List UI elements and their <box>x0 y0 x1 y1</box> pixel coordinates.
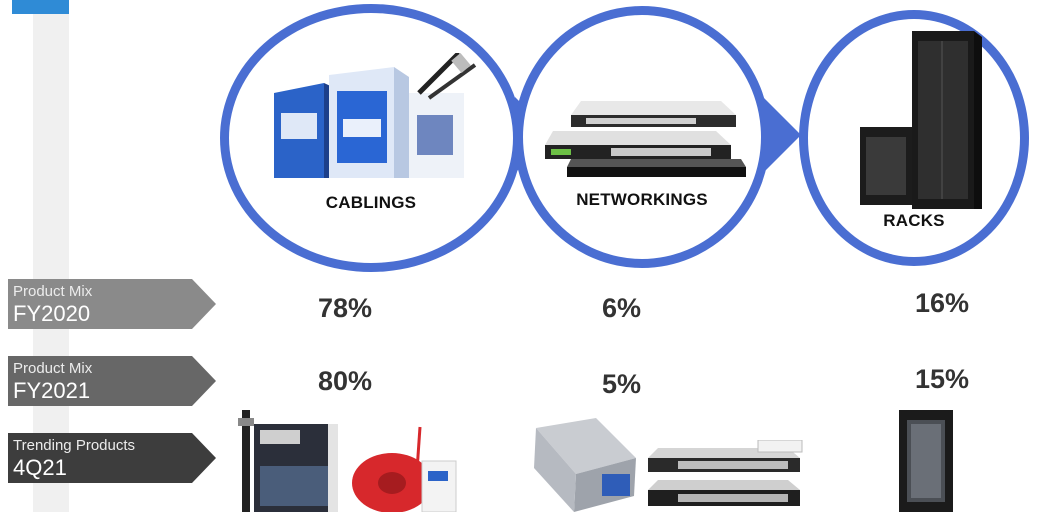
pct-racks-fy2021: 15% <box>915 364 970 394</box>
sfp-module-image <box>534 418 636 512</box>
tag-shape <box>8 279 216 329</box>
row-tag-product-mix-fy2021: Product Mix FY2021 <box>8 356 216 406</box>
stage-label: RACKS <box>883 211 945 230</box>
tag-shape <box>8 433 216 483</box>
cable-boxes-image <box>274 53 477 178</box>
server-racks-image <box>860 31 982 209</box>
coax-cable-box-image <box>238 410 338 512</box>
stage-racks: RACKS <box>799 10 1029 266</box>
row-title: Trending Products <box>13 437 136 454</box>
row-period: 4Q21 <box>13 455 67 480</box>
row-title: Product Mix <box>13 283 93 300</box>
row-period: FY2020 <box>13 301 91 326</box>
stage-cablings: CABLINGS <box>220 4 522 272</box>
pct-networkings-fy2020: 6% <box>602 293 642 323</box>
pct-racks-fy2020: 16% <box>915 288 970 318</box>
network-switches-image <box>545 101 746 177</box>
corner-tab <box>12 0 69 14</box>
red-cable-reel-image <box>352 426 457 512</box>
row-tag-product-mix-fy2020: Product Mix FY2020 <box>8 279 216 329</box>
pct-cablings-fy2020: 78% <box>318 293 373 323</box>
stage-label: CABLINGS <box>325 193 417 212</box>
pct-cablings-fy2021: 80% <box>318 366 373 396</box>
side-strip <box>33 0 69 512</box>
stage-label: NETWORKINGS <box>576 190 708 209</box>
ethernet-switch-image <box>648 440 803 506</box>
row-period: FY2021 <box>13 378 91 403</box>
tag-shape <box>8 356 216 406</box>
row-tag-trending-products: Trending Products 4Q21 <box>8 433 216 483</box>
rack-cabinet-image <box>899 410 953 512</box>
row-title: Product Mix <box>13 360 93 377</box>
pct-networkings-fy2021: 5% <box>602 369 642 399</box>
stage-networkings: NETWORKINGS <box>514 6 770 268</box>
arrow-icon <box>763 97 801 173</box>
